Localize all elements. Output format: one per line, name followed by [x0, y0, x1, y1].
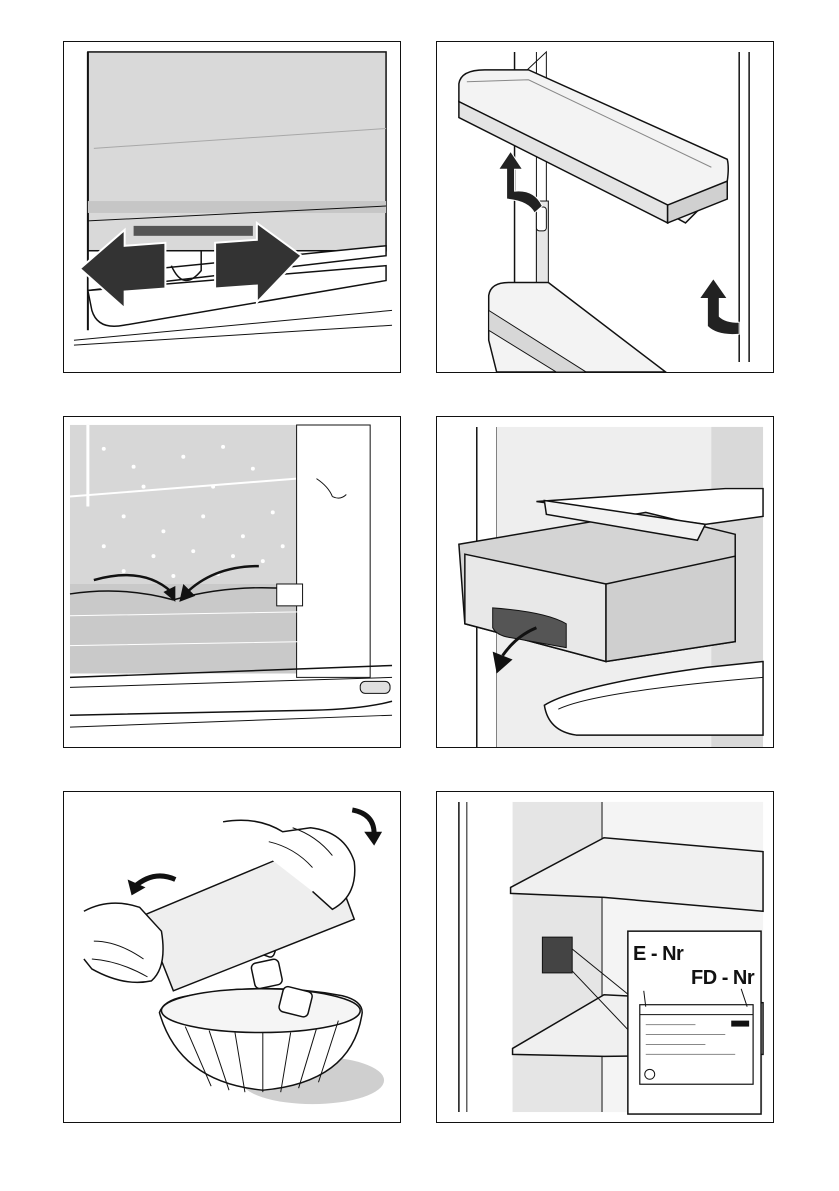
ice-tray-illustration [64, 792, 400, 1122]
curved-arrow-icon [128, 876, 176, 895]
defrost-illustration [64, 417, 400, 747]
rating-plate-location [542, 937, 572, 973]
curved-arrow-icon [499, 151, 543, 213]
drawer-illustration [437, 417, 773, 747]
panel-ice-cube-tray [63, 791, 401, 1123]
fd-nr-label: FD - Nr [691, 967, 754, 990]
panel-defrost-drain [63, 416, 401, 748]
door-rack-lower [489, 283, 666, 372]
e-nr-label: E - Nr [633, 943, 683, 966]
panel-shelf-slide [63, 41, 401, 373]
rating-plate-illustration [437, 792, 773, 1122]
door-rack-illustration [437, 42, 773, 372]
shelf-slide-illustration [64, 42, 400, 372]
curved-arrow-icon [699, 279, 739, 335]
door-rack-upper [459, 70, 728, 223]
panel-door-rack-lift [436, 41, 774, 373]
curved-arrow-icon [352, 810, 382, 846]
panel-rating-plate: E - Nr FD - Nr [436, 791, 774, 1123]
panel-drawer-pull [436, 416, 774, 748]
